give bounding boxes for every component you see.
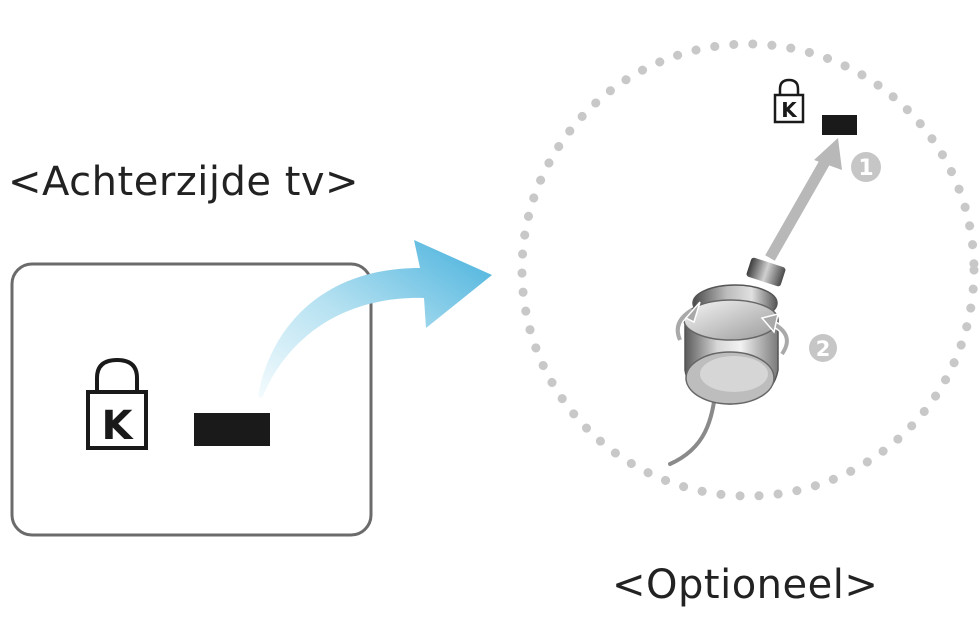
back-of-tv-label: <Achterzijde tv> — [8, 159, 360, 205]
step-2-number: 2 — [816, 337, 831, 361]
rotate-arrows-icon — [674, 301, 791, 357]
optional-label: <Optioneel> — [612, 562, 879, 608]
lock-symbol-letter: K — [102, 403, 135, 449]
zoom-arrow-icon — [258, 240, 492, 398]
tv-back-panel — [10, 262, 373, 537]
security-slot-small — [822, 115, 857, 135]
detail-dotted-circle — [517, 39, 979, 501]
step-1-badge: 1 — [851, 152, 881, 182]
security-slot — [194, 413, 270, 446]
kensington-lock-device — [683, 257, 786, 405]
step-2-badge: 2 — [809, 334, 837, 362]
step-1-number: 1 — [858, 156, 873, 181]
lock-symbol-small-letter: K — [781, 98, 798, 122]
insert-arrow-icon — [765, 138, 842, 261]
kensington-lock-small-icon: K — [773, 78, 805, 124]
kensington-lock-icon: K — [86, 357, 148, 450]
